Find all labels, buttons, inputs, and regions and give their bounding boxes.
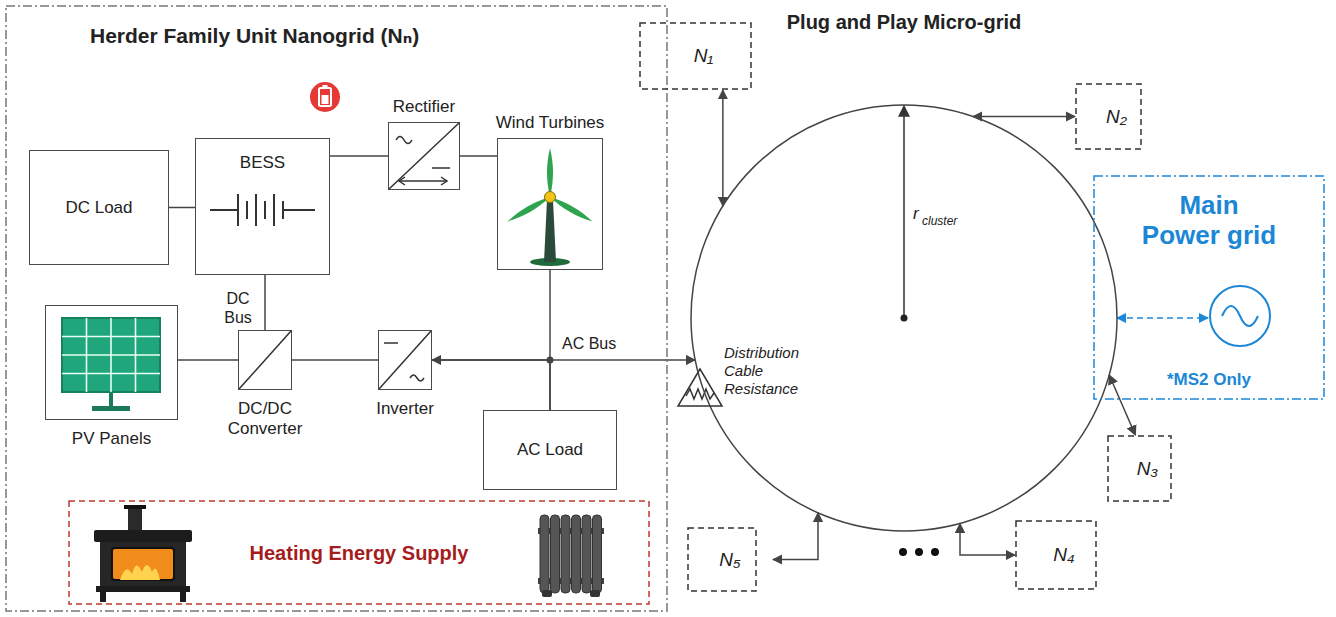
dashed-outline — [5, 5, 668, 612]
node-title: Main Power grid — [1139, 191, 1279, 251]
microgrid-circle: Plug and Play Micro-grid — [690, 104, 1118, 532]
node-title: Heating Energy Supply — [68, 541, 650, 565]
node-title: AC Load — [484, 440, 616, 460]
radius-symbol: r — [913, 204, 919, 224]
node-title: Herder Family Unit Nanogrid (Nₙ) — [90, 23, 419, 48]
converter-box: Inverter — [378, 330, 432, 390]
nanogrid-box: N₃ — [1107, 435, 1188, 502]
more-nanogrids-dots — [899, 548, 939, 556]
connector — [330, 155, 388, 157]
bus-label: AC Bus — [562, 334, 616, 353]
node-title: N₃ — [1107, 457, 1188, 480]
heating-region: Heating Energy Supply — [68, 500, 650, 605]
node-title: Plug and Play Micro-grid — [787, 10, 1021, 34]
connector — [460, 155, 497, 157]
wood-stove-icon — [94, 505, 192, 602]
circle-outline — [690, 104, 1118, 532]
connector — [549, 270, 551, 410]
connector — [292, 359, 378, 361]
converter-box: Rectifier — [388, 122, 460, 190]
radius-subscript: cluster — [922, 214, 957, 228]
connector — [722, 90, 724, 206]
dashed-outline — [69, 501, 649, 604]
node-title: Wind Turbines — [496, 113, 605, 133]
dashed-outline — [6, 6, 667, 611]
inverter-symbol — [379, 331, 431, 389]
node-title: N₅ — [687, 548, 773, 571]
rectifier-symbol — [389, 123, 459, 189]
dashed-outline — [1094, 176, 1324, 399]
connector — [973, 116, 1075, 118]
node-title: PV Panels — [72, 429, 151, 449]
storage-box: BESS — [195, 138, 330, 275]
battery-badge — [310, 82, 340, 112]
turbine-box: Wind Turbines — [497, 138, 603, 270]
nanogrid-box: N₅ — [687, 527, 773, 592]
converter-box: DC/DC Converter — [238, 330, 292, 390]
load-box: AC Load — [483, 410, 617, 490]
connector — [432, 359, 695, 361]
node-title: BESS — [196, 153, 329, 173]
node-title: DC/DC Converter — [215, 399, 315, 440]
connector — [1117, 317, 1208, 319]
nanogrid-region: Herder Family Unit Nanogrid (Nₙ) DC Load B… — [5, 5, 668, 612]
node-title: N₂ — [1075, 105, 1158, 128]
main-grid-box: Main Power grid *MS2 Only — [1093, 175, 1325, 400]
node-note: *MS2 Only — [1093, 370, 1325, 390]
connector — [169, 207, 195, 209]
connector — [264, 275, 266, 330]
pv-box: PV Panels — [45, 305, 178, 420]
wind-turbine-icon — [506, 148, 594, 266]
connector — [1109, 375, 1135, 435]
node-title: N₁ — [639, 45, 768, 68]
resistor-symbol — [678, 369, 722, 406]
radiator-icon — [538, 515, 604, 597]
pv-panel-icon — [62, 318, 160, 411]
circle-outline — [691, 105, 1117, 531]
connector — [773, 513, 818, 560]
center-dot — [901, 315, 908, 322]
dcdc-symbol — [239, 331, 291, 389]
load-box: DC Load — [29, 150, 169, 265]
connector — [960, 524, 1015, 555]
ac-source-symbol — [1210, 286, 1270, 346]
bus-label: DC Bus — [218, 289, 258, 327]
connector — [432, 360, 550, 410]
node-title: DC Load — [30, 197, 168, 217]
node-title: Inverter — [376, 399, 434, 419]
node-title: N₄ — [1015, 544, 1113, 567]
resistance-label: Distribution Cable Resistance — [724, 344, 824, 398]
node-title: Rectifier — [393, 97, 455, 117]
radius-arrow — [903, 106, 905, 318]
nanogrid-box: N₂ — [1075, 83, 1158, 150]
nanogrid-box: N₄ — [1015, 520, 1113, 590]
nanogrid-box: N₁ — [639, 22, 768, 90]
connector — [178, 359, 238, 361]
battery-symbol — [210, 194, 315, 226]
